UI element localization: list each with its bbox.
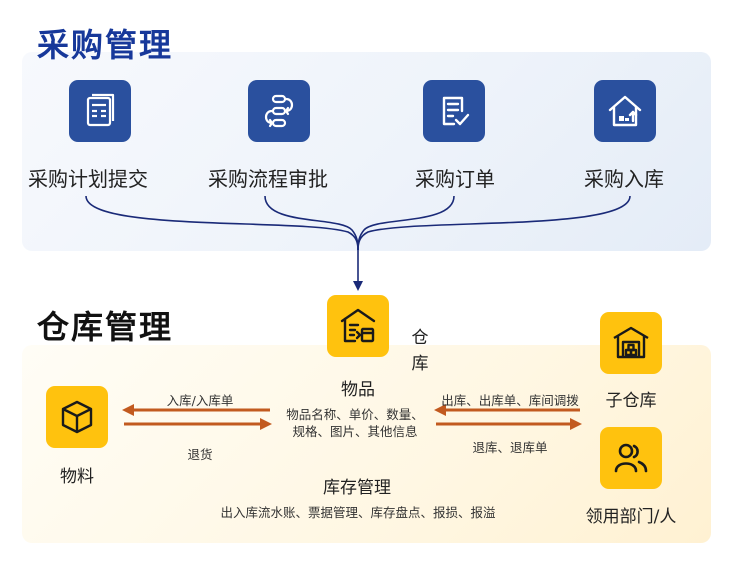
warehouse-section-title: 仓库管理	[37, 308, 174, 346]
vertical-char-1: 仓	[411, 328, 429, 348]
storehouse-icon	[600, 312, 662, 374]
inventory-title: 库存管理	[323, 478, 391, 498]
arrow-label-stock-in: 入库/入库单	[166, 393, 234, 408]
step-label-approval: 采购流程审批	[208, 167, 328, 191]
warehouse-doc-icon	[327, 295, 389, 357]
arrow-label-return-stock: 退库、退库单	[472, 440, 548, 455]
step-label-order: 采购订单	[415, 167, 495, 191]
purchase-section-title: 采购管理	[37, 26, 174, 64]
connector-plan	[85, 195, 359, 251]
connector-approval	[264, 195, 359, 251]
sub-warehouse-label: 子仓库	[605, 391, 657, 411]
inventory-details: 出入库流水账、票据管理、库存盘点、报损、报溢	[220, 505, 496, 520]
department-label: 领用部门/人	[585, 507, 677, 527]
document-stack-icon	[69, 80, 131, 142]
home-stock-in-icon	[594, 80, 656, 142]
users-icon	[600, 427, 662, 489]
connector-order	[357, 195, 455, 251]
item-info-line-2: 规格、图片、其他信息	[292, 424, 418, 439]
item-info-line-1: 物品名称、单价、数量、	[286, 407, 424, 422]
vertical-char-2: 库	[411, 354, 429, 374]
vertical-warehouse-label: 仓 库	[410, 325, 430, 377]
arrow-label-outbound: 出库、出库单、库间调拨	[441, 393, 579, 408]
material-label: 物料	[60, 467, 94, 487]
cube-box-icon	[46, 386, 108, 448]
approval-flow-icon	[248, 80, 310, 142]
step-label-stock-in: 采购入库	[584, 167, 664, 191]
warehouse-panel	[22, 345, 711, 543]
order-checklist-icon	[423, 80, 485, 142]
step-label-plan-submit: 采购计划提交	[28, 167, 148, 191]
arrow-label-return-goods: 退货	[187, 447, 213, 462]
connector-stockin	[357, 195, 631, 251]
item-label: 物品	[341, 380, 375, 400]
